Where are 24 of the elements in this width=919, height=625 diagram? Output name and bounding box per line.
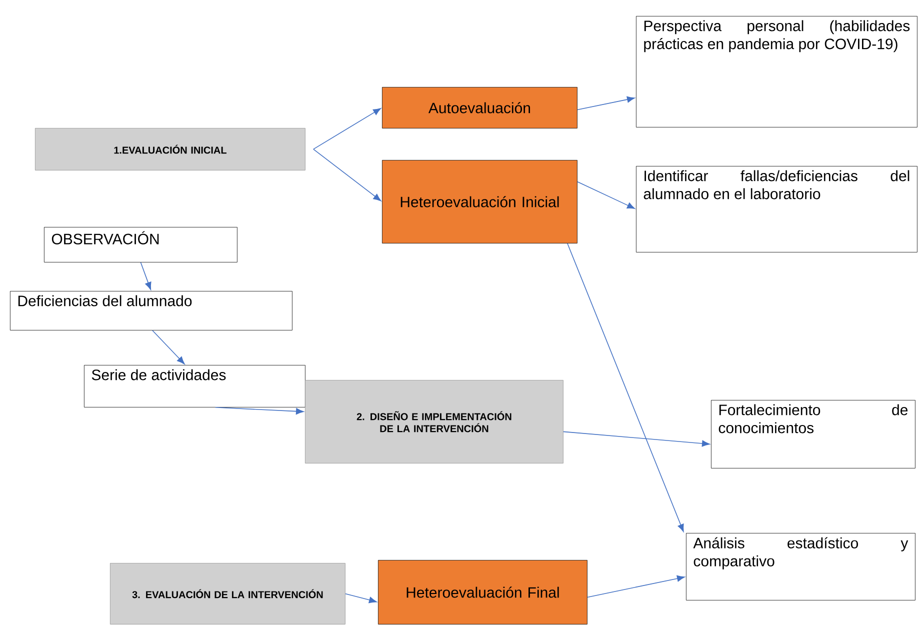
text-box: OBSERVACIÓN	[44, 227, 238, 262]
arrow	[563, 431, 710, 447]
stage-box: 3. EVALUACIÓN DE LA INTERVENCIÓN	[110, 563, 346, 624]
stage-box: 1.EVALUACIÓN INICIAL	[35, 128, 306, 170]
arrow	[587, 575, 685, 598]
text-box: Deficiencias del alumnado	[10, 291, 292, 330]
evaluation-box: Heteroevaluación Final	[378, 560, 588, 624]
arrow	[215, 407, 304, 414]
text-box: Análisis estadístico y comparativo	[686, 533, 916, 600]
evaluation-box: Heteroevaluación Inicial	[382, 160, 578, 244]
arrow	[313, 108, 382, 150]
arrow	[577, 96, 635, 110]
arrow	[313, 148, 382, 202]
text-box: Perspectiva personal (habilidades prácticas en pandemia por COVID-19)	[636, 16, 918, 128]
evaluation-box: Autoevaluación	[382, 87, 578, 128]
arrow	[567, 243, 684, 532]
text-box: Fortalecimiento de conocimientos	[711, 400, 916, 468]
stage-box: 2. DISEÑO E IMPLEMENTACIÓN DE LA INTERVENCIÓN	[305, 380, 564, 464]
text-box: Serie de actividades	[84, 365, 306, 408]
arrow	[152, 330, 185, 364]
arrow	[577, 181, 635, 209]
arrow	[345, 593, 377, 604]
arrow	[140, 262, 152, 290]
text-box: Identificar fallas/deficiencias del alumnado en el laboratorio	[636, 166, 918, 252]
